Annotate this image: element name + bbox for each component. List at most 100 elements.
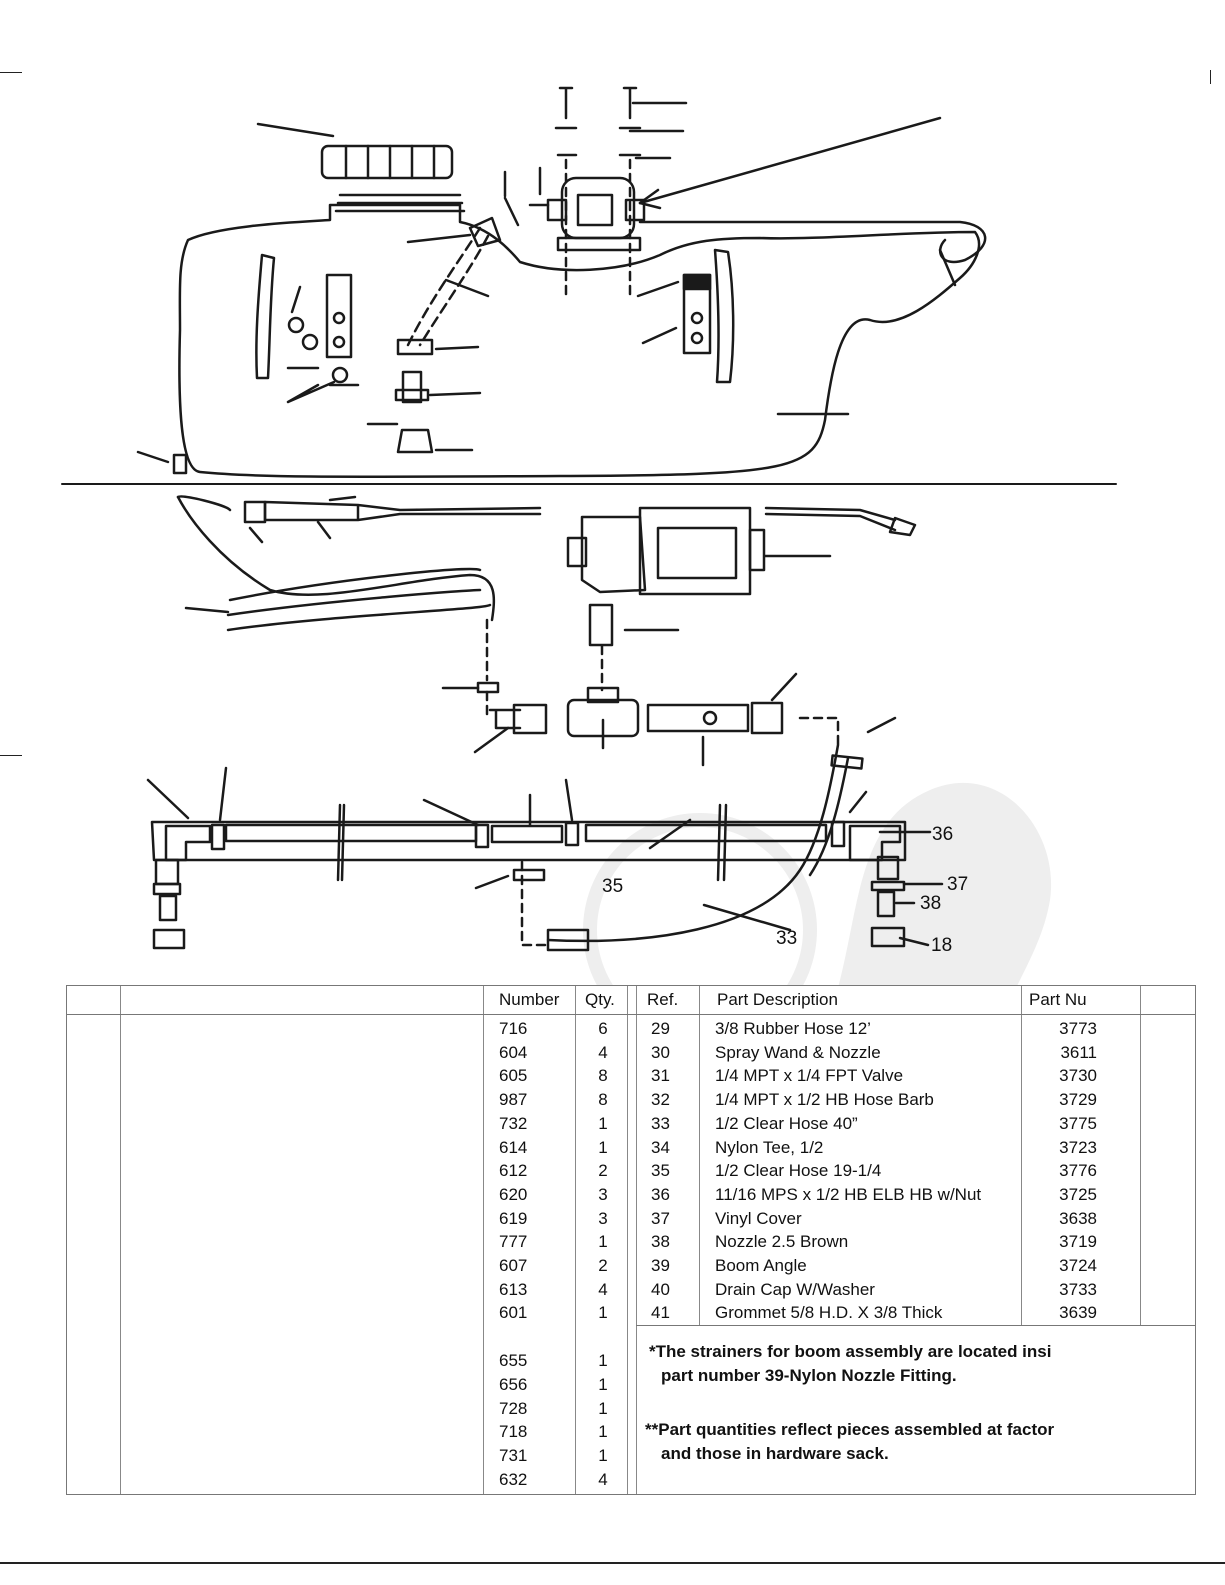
callout-18: 18 [931, 935, 953, 956]
hose-barb-left [512, 703, 548, 735]
qty-cell: 8 [598, 1066, 608, 1085]
description-cell: 11/16 MPS x 1/2 HB ELB HB w/Nut [715, 1185, 982, 1204]
number-cell: 987 [499, 1090, 528, 1109]
header-part-number: Part Nu [1029, 990, 1087, 1009]
number-cell: 655 [499, 1351, 528, 1370]
number-cell: 605 [499, 1066, 528, 1085]
bracket-left [325, 273, 353, 359]
qty-cell: 6 [598, 1019, 608, 1038]
number-cell: 619 [499, 1209, 528, 1228]
ref-cell: 40 [651, 1280, 670, 1299]
ref-cell: 36 [651, 1185, 670, 1204]
column-divider [483, 986, 484, 1494]
parts-list-table: Number Qty. Ref. Part Description Part N… [66, 985, 1196, 1495]
qty-cell: 3 [598, 1185, 608, 1204]
number-cell: 612 [499, 1161, 528, 1180]
number-cell: 732 [499, 1114, 528, 1133]
tank-handle-left [255, 253, 276, 380]
description-cell: 1/2 Clear Hose 40” [715, 1114, 858, 1133]
description-cell: Drain Cap W/Washer [715, 1280, 875, 1299]
header-divider [67, 1014, 1195, 1015]
header-description: Part Description [717, 990, 838, 1009]
part-number-cell: 3776 [1059, 1161, 1097, 1180]
qty-cell: 4 [598, 1280, 608, 1299]
part-number-cell: 3639 [1059, 1303, 1097, 1322]
column-divider [699, 986, 700, 1325]
qty-cell: 2 [598, 1256, 608, 1275]
rubber-hose-coil [176, 495, 496, 632]
watermark-logo [583, 783, 1052, 985]
part-number-cell: 3725 [1059, 1185, 1097, 1204]
bolt-left [558, 86, 574, 120]
part-number-cell: 3611 [1060, 1043, 1097, 1062]
description-cell: Grommet 5/8 H.D. X 3/8 Thick [715, 1303, 943, 1322]
number-cell: 632 [499, 1470, 528, 1489]
suction-tube [406, 226, 490, 347]
tank-body [178, 203, 981, 479]
drain-cap [172, 453, 188, 475]
qty-cell: 4 [598, 1043, 608, 1062]
column-divider [636, 986, 637, 1494]
note-quantities: **Part quantities reflect pieces assembl… [645, 1420, 1055, 1439]
ref-cell: 33 [651, 1114, 670, 1133]
crop-mark [0, 755, 22, 756]
part-number-cell: 3729 [1059, 1090, 1097, 1109]
qty-cell: 1 [598, 1232, 608, 1251]
ref-cell: 39 [651, 1256, 670, 1275]
qty-cell: 1 [598, 1114, 608, 1133]
number-cell: 601 [499, 1303, 528, 1322]
column-divider [120, 986, 121, 1494]
number-cell: 718 [499, 1422, 528, 1441]
ref-cell: 30 [651, 1043, 670, 1062]
qty-cell: 1 [598, 1422, 608, 1441]
number-cell: 607 [499, 1256, 528, 1275]
qty-cell: 3 [598, 1209, 608, 1228]
column-divider [1140, 986, 1141, 1325]
number-cell: 656 [499, 1375, 528, 1394]
tank-handle-right [713, 248, 735, 384]
header-number: Number [499, 990, 560, 1009]
number-cell: 777 [499, 1232, 528, 1251]
callout-35: 35 [602, 876, 624, 897]
hose-barb-right [750, 701, 784, 735]
number-cell: 716 [499, 1019, 528, 1038]
qty-cell: 1 [598, 1351, 608, 1370]
callout-36: 36 [932, 824, 954, 845]
spray-wand [243, 500, 267, 524]
note-quantities-cont: and those in hardware sack. [661, 1444, 889, 1463]
crop-mark [0, 72, 22, 73]
ref-cell: 35 [651, 1161, 670, 1180]
ref-cell: 38 [651, 1232, 670, 1251]
bolt-right [622, 86, 638, 120]
description-cell: Boom Angle [715, 1256, 807, 1275]
part-number-cell: 3733 [1059, 1280, 1097, 1299]
header-ref: Ref. [647, 990, 679, 1009]
description-cell: 3/8 Rubber Hose 12’ [715, 1019, 871, 1038]
description-cell: 1/2 Clear Hose 19-1/4 [715, 1161, 882, 1180]
crop-mark [1210, 70, 1211, 84]
qty-cell: 1 [598, 1138, 608, 1157]
number-cell: 620 [499, 1185, 528, 1204]
qty-cell: 1 [598, 1399, 608, 1418]
description-cell: 1/4 MPT x 1/4 FPT Valve [715, 1066, 904, 1085]
column-divider [575, 986, 576, 1494]
column-divider [1021, 986, 1022, 1325]
part-number-cell: 3724 [1059, 1256, 1097, 1275]
ref-cell: 34 [651, 1138, 670, 1157]
qty-cell: 2 [598, 1161, 608, 1180]
ref-cell: 32 [651, 1090, 670, 1109]
number-cell: 614 [499, 1138, 528, 1157]
tank-cap [320, 144, 454, 180]
qty-cell: 1 [598, 1375, 608, 1394]
qty-cell: 1 [598, 1303, 608, 1322]
part-number-cell: 3730 [1059, 1066, 1097, 1085]
number-cell: 613 [499, 1280, 528, 1299]
callout-33: 33 [776, 928, 798, 949]
description-cell: Vinyl Cover [715, 1209, 802, 1228]
number-cell: 604 [499, 1043, 528, 1062]
valve [646, 703, 750, 733]
part-number-cell: 3775 [1059, 1114, 1097, 1133]
note-strainers: *The strainers for boom assembly are loc… [649, 1342, 1052, 1361]
pump-mount [546, 176, 646, 252]
pump-assembly [566, 506, 917, 596]
